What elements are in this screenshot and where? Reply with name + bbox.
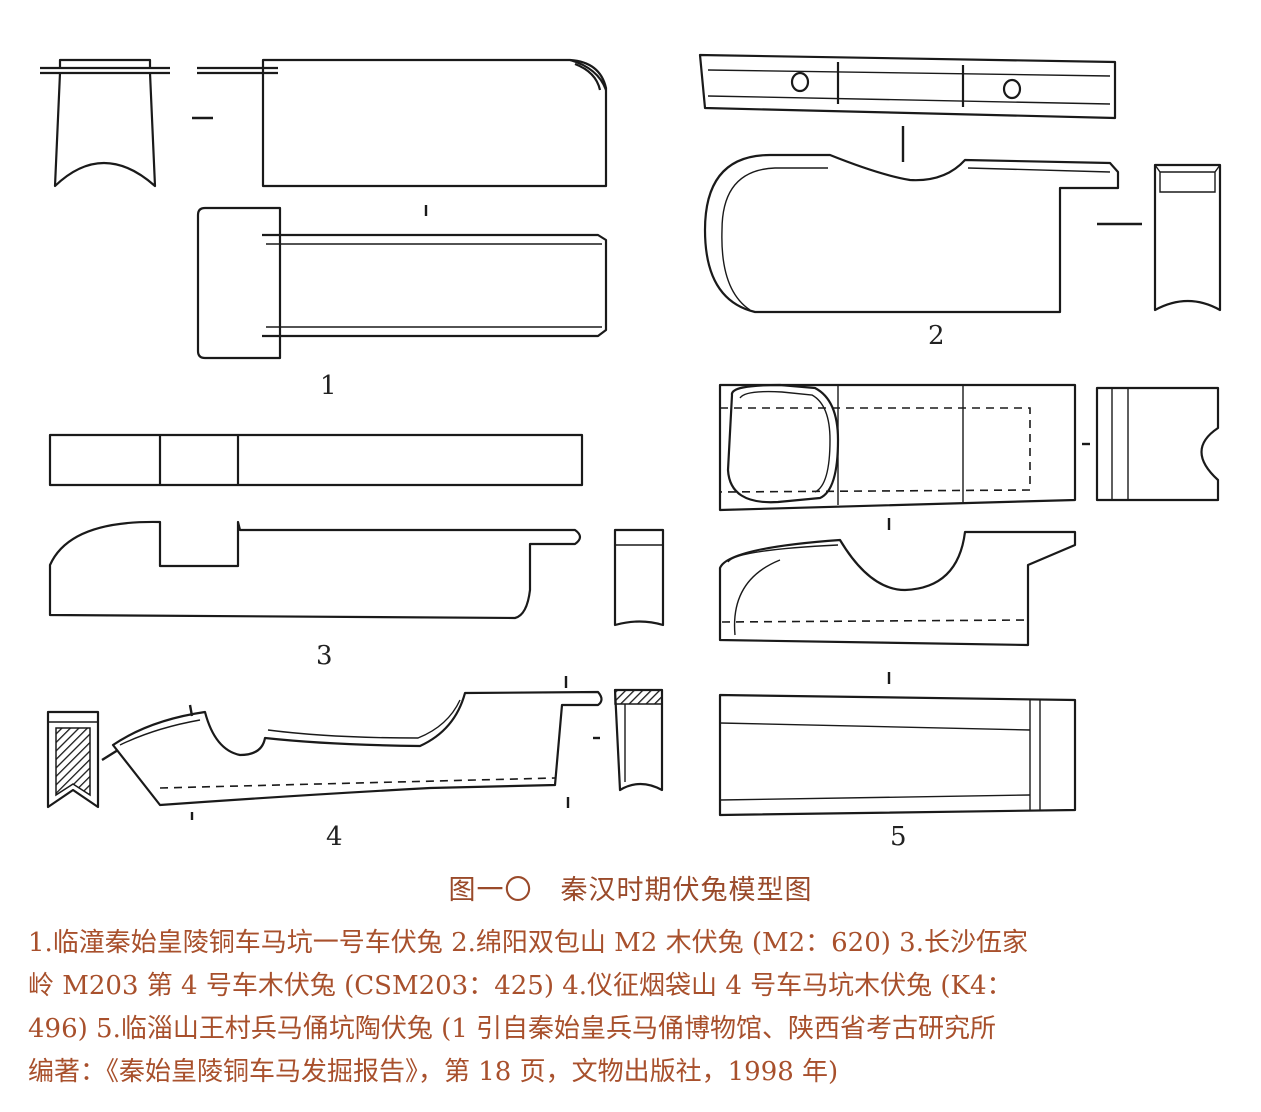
figure-label-4: 4 xyxy=(326,822,343,852)
fig5-drawing xyxy=(718,383,1220,817)
fig2-drawing xyxy=(698,53,1222,314)
caption-line-2: 岭 M203 第 4 号车木伏兔 (CSM203：425) 4.仪征烟袋山 4 … xyxy=(28,971,1013,1001)
figure-label-3: 3 xyxy=(316,641,333,671)
fig4-drawing xyxy=(46,676,664,820)
fig3-drawing xyxy=(48,433,665,627)
figure-caption: 1.临潼秦始皇陵铜车马坑一号车伏兔 2.绵阳双包山 M2 木伏兔 (M2：620… xyxy=(28,922,1238,1094)
caption-line-4: 编著：《秦始皇陵铜车马发掘报告》，第 18 页，文物出版社，1998 年) xyxy=(28,1057,839,1087)
fig1-drawing xyxy=(40,58,608,360)
figure-label-5: 5 xyxy=(890,822,907,852)
caption-line-1: 1.临潼秦始皇陵铜车马坑一号车伏兔 2.绵阳双包山 M2 木伏兔 (M2：620… xyxy=(28,928,1028,958)
line-drawing xyxy=(40,53,1222,820)
figure-label-1: 1 xyxy=(320,371,337,401)
caption-line-3: 496) 5.临淄山王村兵马俑坑陶伏兔 (1 引自秦始皇兵马俑博物馆、陕西省考古… xyxy=(28,1014,997,1044)
figure-label-2: 2 xyxy=(928,321,945,351)
figure-title: 图一〇 秦汉时期伏兔模型图 xyxy=(448,875,813,906)
